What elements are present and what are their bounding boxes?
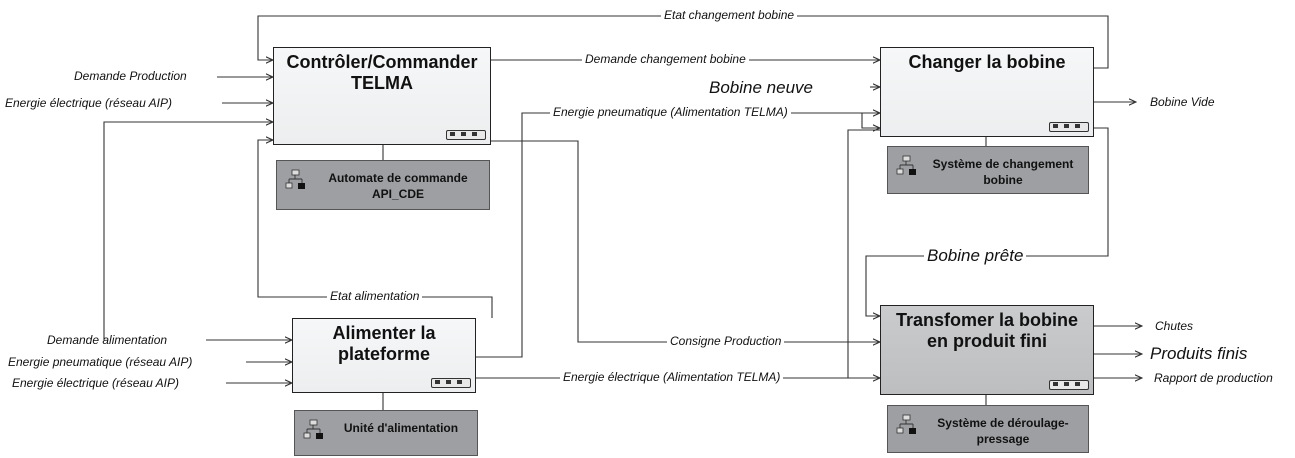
mechanism-label: Système de changement bobine xyxy=(932,157,1074,187)
label-energie-electrique-aip-1: Energie électrique (réseau AIP) xyxy=(5,96,172,110)
label-etat-alimentation: Etat alimentation xyxy=(327,289,423,304)
decomposition-icon xyxy=(446,130,486,140)
label-produits-finis: Produits finis xyxy=(1150,344,1248,363)
label-bobine-vide: Bobine Vide xyxy=(1150,95,1215,109)
label-chutes: Chutes xyxy=(1155,319,1194,333)
label-energie-electrique-telma: Energie électrique (Alimentation TELMA) xyxy=(560,370,784,385)
activity-title: Transfomer la bobine en produit fini xyxy=(895,310,1079,351)
label-consigne-production: Consigne Production xyxy=(667,334,785,349)
hierarchy-icon xyxy=(896,155,916,175)
label-energie-pneumatique-telma: Energie pneumatique (Alimentation TELMA) xyxy=(550,105,791,120)
activity-title: Contrôler/Commander TELMA xyxy=(286,52,478,93)
mechanism-automate[interactable]: Automate de commande API_CDE xyxy=(276,160,490,210)
label-demande-production: Demande Production xyxy=(74,69,187,83)
mechanism-label: Système de déroulage-pressage xyxy=(937,416,1069,446)
label-etat-changement-bobine: Etat changement bobine xyxy=(661,8,798,23)
hierarchy-icon xyxy=(285,169,305,189)
activity-title: Alimenter la plateforme xyxy=(332,323,436,364)
decomposition-icon xyxy=(1049,122,1089,132)
decomposition-icon xyxy=(1049,380,1089,390)
activity-changer-bobine[interactable]: Changer la bobine xyxy=(880,47,1094,137)
label-rapport-production: Rapport de production xyxy=(1154,371,1273,385)
mechanism-deroulage[interactable]: Système de déroulage-pressage xyxy=(887,405,1089,453)
label-demande-changement-bobine: Demande changement bobine xyxy=(582,52,749,67)
label-demande-alimentation: Demande alimentation xyxy=(47,333,168,347)
hierarchy-icon xyxy=(303,419,323,439)
flow-energie-pneu-branch xyxy=(861,113,880,128)
flow-demande-alimentation-up xyxy=(103,122,273,340)
hierarchy-icon xyxy=(896,414,916,434)
mechanism-changement[interactable]: Système de changement bobine xyxy=(887,146,1089,194)
label-energie-electrique-aip-2: Energie électrique (réseau AIP) xyxy=(12,376,179,390)
mechanism-label: Automate de commande API_CDE xyxy=(328,171,468,201)
label-bobine-prete: Bobine prête xyxy=(924,246,1027,265)
mechanism-label: Unité d'alimentation xyxy=(343,421,459,435)
activity-title: Changer la bobine xyxy=(908,52,1066,72)
flow-energie-pneu-telma xyxy=(476,113,880,358)
decomposition-icon xyxy=(431,378,471,388)
activity-controler-commander[interactable]: Contrôler/Commander TELMA xyxy=(273,47,491,145)
activity-alimenter-plateforme[interactable]: Alimenter la plateforme xyxy=(292,318,476,393)
flow-energie-elec-telma-branch xyxy=(847,129,880,378)
activity-transformer-bobine[interactable]: Transfomer la bobine en produit fini xyxy=(880,305,1094,395)
flow-etat-alimentation xyxy=(257,140,493,318)
label-bobine-neuve: Bobine neuve xyxy=(709,78,813,97)
flow-consigne-production xyxy=(491,140,880,342)
mechanism-unite-alimentation[interactable]: Unité d'alimentation xyxy=(294,410,478,456)
label-energie-pneumatique-aip: Energie pneumatique (réseau AIP) xyxy=(8,355,193,369)
